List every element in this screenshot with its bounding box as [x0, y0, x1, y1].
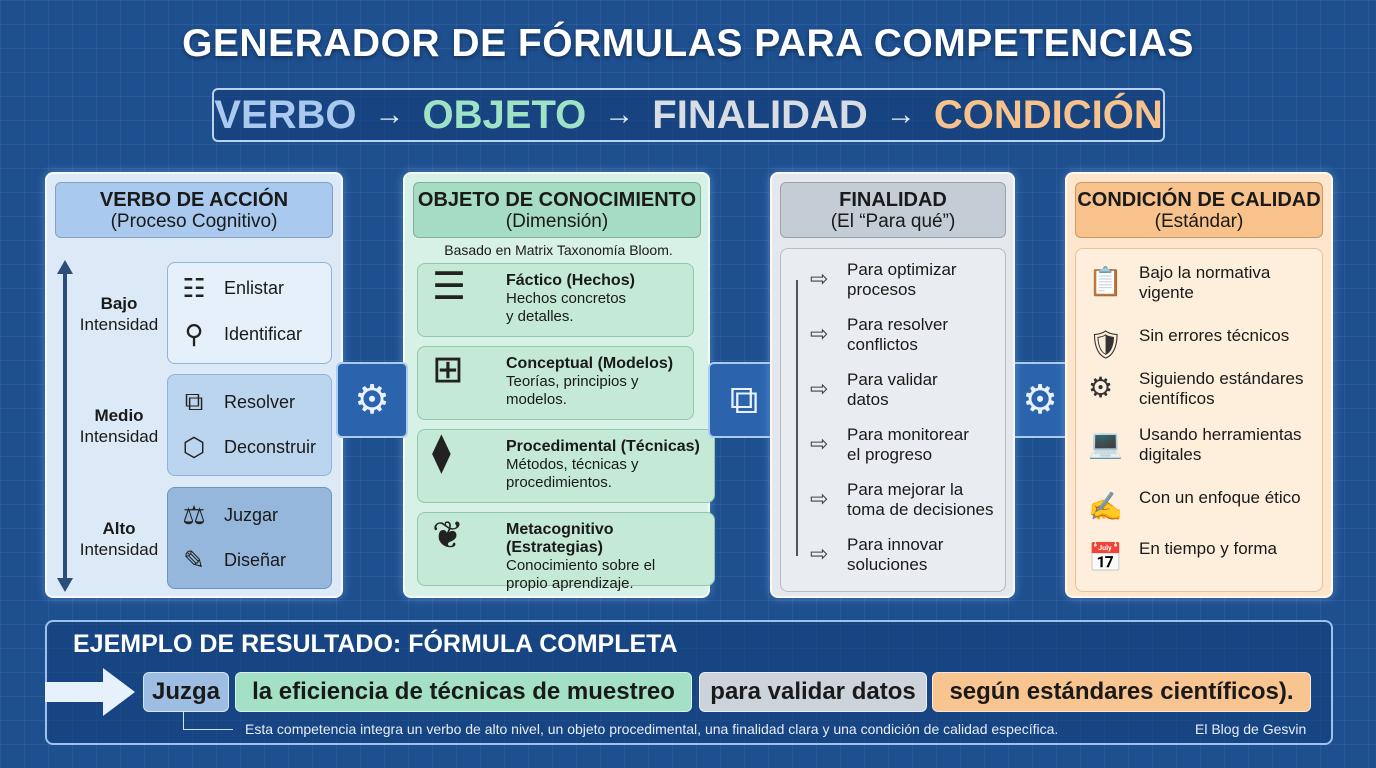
- bracket-line: [796, 280, 798, 556]
- verb-resolver: ⧉Resolver: [176, 384, 295, 420]
- flowchart-icon: ⧫: [432, 432, 451, 474]
- verb-group-alto: [167, 487, 332, 589]
- condicion-subtitle: (Estándar): [1154, 211, 1244, 232]
- verb-juzgar: ⚖Juzgar: [176, 497, 278, 533]
- condicion-column: CONDICIÓN DE CALIDAD(Estándar): [1065, 172, 1333, 598]
- pill-condicion: según estándares científicos).: [932, 672, 1311, 712]
- verb-disenar: ✎Diseñar: [176, 542, 286, 578]
- formula-bar: VERBO → OBJETO → FINALIDAD → CONDICIÓN: [212, 88, 1165, 142]
- calendar-clock-icon: 📅: [1088, 542, 1123, 573]
- arrow-right-icon: ⇨: [810, 486, 829, 511]
- objeto-subtitle: (Dimensión): [505, 211, 609, 232]
- concept-map-icon: ⊞: [432, 349, 464, 391]
- gear-check-icon: ⚙: [1088, 372, 1114, 403]
- documents-icon: ☰: [432, 266, 467, 308]
- verbo-header: VERBO DE ACCIÓN(Proceso Cognitivo): [55, 182, 333, 238]
- puzzle-connector-icon: ⧉: [708, 362, 780, 438]
- arrow-right-icon: ⇨: [810, 266, 829, 291]
- card-metacognitivo: ❦Metacognitivo (Estrategias)Conocimiento…: [417, 512, 715, 592]
- verb-group-bajo: [167, 262, 332, 364]
- intensity-arrow-icon: [57, 260, 73, 592]
- formula-condicion: CONDICIÓN: [933, 92, 1163, 137]
- finalidad-title: FINALIDAD: [839, 189, 947, 211]
- verbo-subtitle: (Proceso Cognitivo): [110, 211, 278, 232]
- arrow-right-icon: ⇨: [810, 376, 829, 401]
- design-icon: ✎: [183, 544, 205, 575]
- finalidad-subtitle: (El “Para qué”): [830, 211, 956, 232]
- pill-objeto: la eficiencia de técnicas de muestreo: [235, 672, 692, 712]
- finalidad-list: [780, 248, 1006, 592]
- pen-doc-icon: ✍: [1088, 491, 1123, 522]
- ejemplo-title: EJEMPLO DE RESULTADO: FÓRMULA COMPLETA: [73, 630, 678, 658]
- verbo-column: VERBO DE ACCIÓN(Proceso Cognitivo): [45, 172, 343, 598]
- cube-icon: ⬡: [182, 431, 206, 462]
- gear-wrench-icon: ⚙: [1004, 362, 1076, 438]
- credit: El Blog de Gesvin: [1195, 721, 1307, 737]
- objeto-note: Basado en Matrix Taxonomía Bloom.: [444, 242, 673, 258]
- objeto-title: OBJETO DE CONOCIMIENTO: [417, 189, 697, 211]
- card-procedimental: ⧫Procedimental (Técnicas)Métodos, técnic…: [417, 429, 715, 503]
- gears-icon: ⚙: [336, 362, 408, 438]
- formula-objeto: OBJETO: [422, 92, 587, 137]
- finalidad-column: FINALIDAD(El “Para qué”): [770, 172, 1015, 598]
- formula-verbo: VERBO: [214, 92, 357, 137]
- condicion-item: Sin errores técnicos: [1139, 326, 1290, 345]
- verb-group-medio: [167, 374, 332, 476]
- arrow-icon: →: [374, 98, 405, 131]
- condicion-list: [1075, 248, 1323, 592]
- page-title: GENERADOR DE FÓRMULAS PARA COMPETENCIAS: [182, 22, 1194, 65]
- verb-enlistar: ☷Enlistar: [176, 270, 284, 306]
- brain-icon: ❦: [432, 515, 464, 557]
- card-conceptual: ⊞Conceptual (Modelos)Teorías, principios…: [417, 346, 694, 420]
- puzzle-icon: ⧉: [184, 386, 204, 416]
- arrow-icon: →: [604, 98, 635, 131]
- magnifier-icon: ⚲: [184, 318, 204, 349]
- list-icon: ☷: [182, 272, 206, 303]
- formula-finalidad: FINALIDAD: [652, 92, 868, 137]
- finalidad-header: FINALIDAD(El “Para qué”): [780, 182, 1006, 238]
- verb-deconstruir: ⬡Deconstruir: [176, 429, 316, 465]
- clipboard-check-icon: 📋: [1088, 266, 1123, 297]
- pill-finalidad: para validar datos: [699, 672, 927, 712]
- pill-verbo: Juzga: [143, 672, 229, 712]
- condicion-item: En tiempo y forma: [1139, 539, 1277, 558]
- laptop-icon: 💻: [1088, 428, 1123, 459]
- verb-identificar: ⚲Identificar: [176, 316, 302, 352]
- arrow-right-icon: ⇨: [810, 431, 829, 456]
- verbo-title: VERBO DE ACCIÓN: [99, 189, 289, 211]
- condicion-item: Con un enfoque ético: [1139, 488, 1301, 507]
- note-connector: [183, 712, 233, 730]
- arrow-icon: →: [885, 98, 916, 131]
- condicion-title: CONDICIÓN DE CALIDAD: [1077, 189, 1321, 211]
- condicion-header: CONDICIÓN DE CALIDAD(Estándar): [1075, 182, 1323, 238]
- ejemplo-note: Esta competencia integra un verbo de alt…: [245, 721, 1059, 737]
- objeto-header: OBJETO DE CONOCIMIENTO(Dimensión): [413, 182, 701, 238]
- arrow-right-icon: [45, 668, 135, 716]
- gavel-icon: ⚖: [182, 499, 206, 530]
- arrow-right-icon: ⇨: [810, 321, 829, 346]
- arrow-right-icon: ⇨: [810, 541, 829, 566]
- shield-doc-icon: 🛡: [1088, 329, 1124, 360]
